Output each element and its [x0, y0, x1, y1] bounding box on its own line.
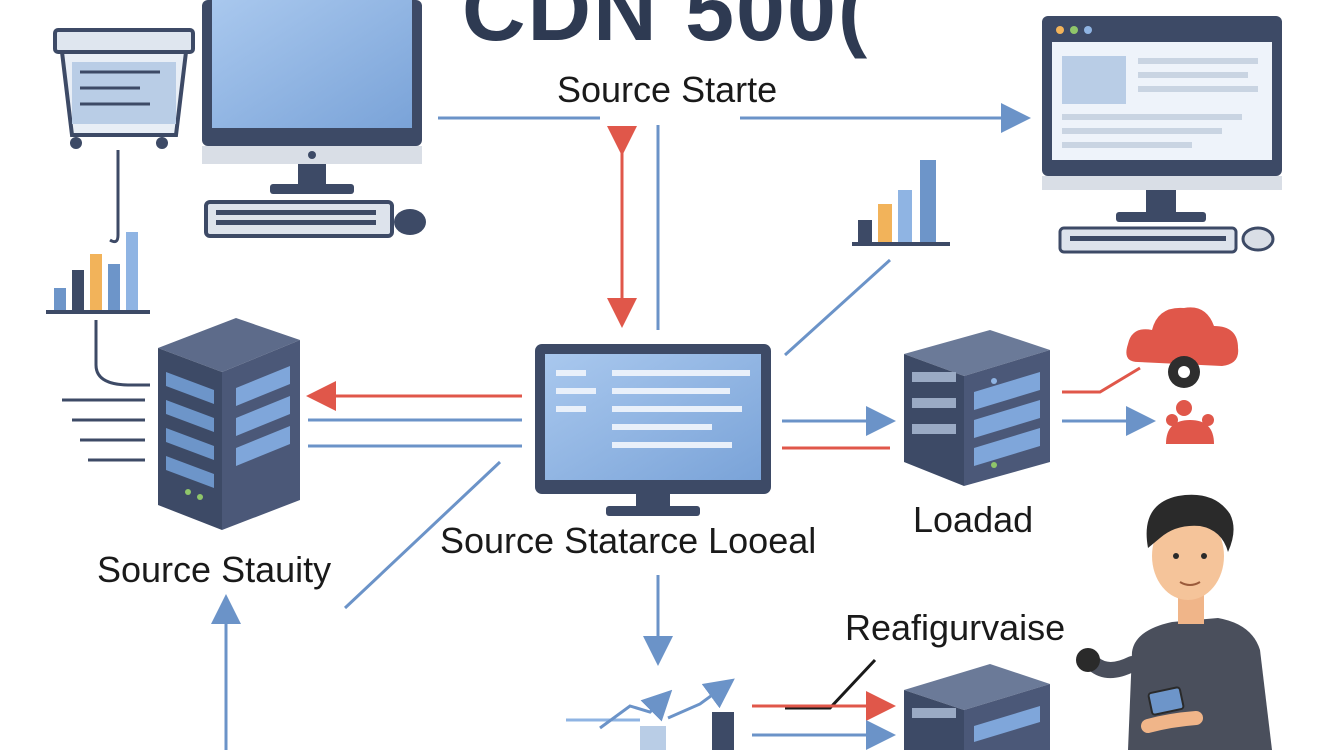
label-source-start: Source Starte	[557, 69, 778, 110]
line-diagonal-chart	[783, 258, 892, 357]
line-to-cloud	[1062, 366, 1141, 394]
cloud-icon	[1126, 307, 1239, 388]
label-source-statarce: Source Statarce Looeal	[440, 520, 817, 561]
server-icon	[904, 330, 1050, 486]
label-reafigurvaise: Reafigurvaise	[845, 607, 1066, 648]
desktop-computer-icon	[1042, 16, 1282, 254]
line-diagonal-lower	[343, 460, 502, 610]
label-loadad: Loadad	[913, 499, 1034, 540]
hook-line	[109, 150, 120, 244]
line-reafig	[785, 658, 877, 710]
people-icon	[1166, 400, 1214, 444]
monitor-icon	[535, 344, 771, 516]
diagram-title: CDN 500(	[462, 0, 870, 59]
growth-chart-icon	[566, 678, 735, 750]
bar-chart-icon	[852, 160, 950, 246]
bar-chart-icon	[46, 232, 150, 314]
speed-lines	[62, 398, 145, 462]
connectors	[62, 103, 1156, 750]
curve-line	[94, 320, 150, 387]
server-icon	[904, 664, 1050, 750]
person-with-phone-icon	[1076, 494, 1272, 750]
server-rack-icon	[158, 318, 300, 530]
cart-icon	[53, 28, 195, 149]
desktop-computer-icon	[202, 0, 426, 238]
label-source-stauity: Source Stauity	[97, 549, 332, 590]
